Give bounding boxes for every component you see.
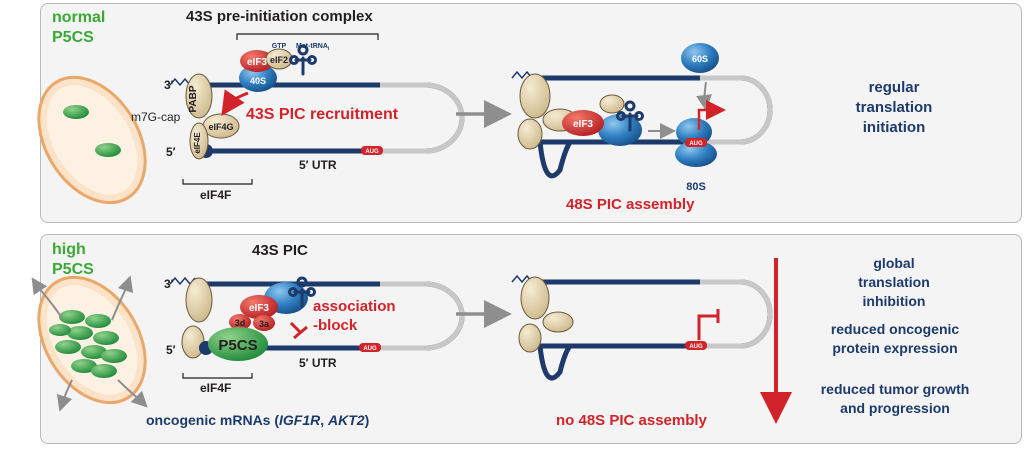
mrna-strand-bottom-right — [511, 274, 773, 381]
eif3d-label: 3d — [235, 318, 246, 328]
ribosome-40s-top — [239, 64, 277, 92]
oncogenic-mrnas-label: oncogenic mRNAs (IGF1R, AKT2) — [146, 412, 370, 428]
eif4f-complex-bottom-right — [518, 276, 574, 353]
eif4f-complex-bottom — [181, 277, 213, 359]
43s-bracket — [236, 33, 379, 40]
eif3a-label: 3a — [259, 319, 270, 329]
eif4f-label-top: eIF4F — [200, 188, 232, 202]
assembly-label: 48S PIC assembly — [566, 196, 695, 213]
utr-label-top: 5′ UTR — [299, 158, 337, 172]
mitochondrion-high-icon — [37, 275, 147, 405]
met-trna-icon-top — [289, 44, 317, 76]
five-prime-label-bottom: 5′ — [166, 343, 176, 357]
eif4f-complex-top — [185, 73, 240, 160]
aug-label-bottom-right: AUG — [689, 344, 703, 350]
p5cs-label: P5CS — [218, 337, 257, 354]
eif3-bottom — [240, 295, 278, 319]
ribosome-80s-label: 80S — [686, 181, 706, 193]
eif3-label-assembling: eIF3 — [573, 119, 593, 130]
five-prime-label-top: 5′ — [166, 145, 176, 159]
mrna-strand-top-right — [511, 70, 773, 179]
association-block-label: association-block — [313, 298, 396, 334]
recruitment-arrow — [221, 89, 249, 116]
no-assembly-label: no 48S PIC assembly — [556, 412, 707, 429]
translation-start-arrow — [697, 100, 726, 130]
m7g-cap-label: m7G-cap — [131, 110, 181, 124]
eif4f-label-bottom: eIF4F — [200, 381, 232, 395]
block-inhibition-icon — [289, 321, 308, 340]
eif4f-bracket-top — [182, 179, 253, 185]
utr-label-bottom: 5′ UTR — [299, 356, 337, 370]
recruitment-label: 43S PIC recruitment — [246, 106, 399, 123]
translation-blocked-icon — [697, 309, 720, 340]
ribosome-40s-label: 40S — [250, 76, 266, 86]
aug-label-top-left: AUG — [365, 149, 379, 155]
mitochondrion-normal-icon — [37, 75, 147, 205]
p5cs-protein — [208, 327, 268, 361]
joining-arrow — [696, 81, 712, 111]
met-trna-icon-assembling — [616, 100, 644, 132]
three-prime-label-top: 3′ — [164, 78, 174, 92]
complex-title-bottom: 43S PIC — [252, 242, 308, 259]
aug-label-bottom-left: AUG — [363, 346, 377, 352]
aug-codon-top-left — [361, 146, 383, 155]
aug-codon-bottom-left — [359, 343, 381, 352]
eif4g-label: eIF4G — [208, 122, 233, 132]
met-trna-icon-bottom — [288, 276, 316, 308]
aug-label-top-right: AUG — [689, 141, 703, 147]
eif3-assembling — [562, 110, 604, 136]
ribosome-80s-lower — [675, 141, 717, 167]
eif4e-label: eIF4E — [193, 132, 202, 154]
met-trna-label: Met-tRNAi — [296, 43, 330, 52]
eif3a-subunit — [253, 315, 275, 331]
three-prime-label-bottom: 3′ — [164, 277, 174, 291]
eif4f-bracket-bottom — [182, 373, 253, 379]
eif3-label-top: eIF3 — [247, 57, 267, 68]
gtp-label: GTP — [272, 43, 287, 50]
eif3d-subunit — [229, 314, 251, 330]
export-arrows-icon — [31, 275, 148, 412]
pabp-label: PABP — [188, 85, 199, 112]
eif2-label-top: eIF2 — [270, 55, 288, 65]
ribosome-60s — [681, 43, 719, 73]
aug-codon-bottom-right — [685, 341, 707, 350]
aug-codon-top-right — [685, 138, 707, 147]
eif3-label-bottom: eIF3 — [249, 303, 269, 314]
eif3-top — [240, 50, 274, 72]
complex-title-top: 43S pre-initiation complex — [186, 8, 373, 25]
ribosome-60s-label: 60S — [692, 54, 708, 64]
